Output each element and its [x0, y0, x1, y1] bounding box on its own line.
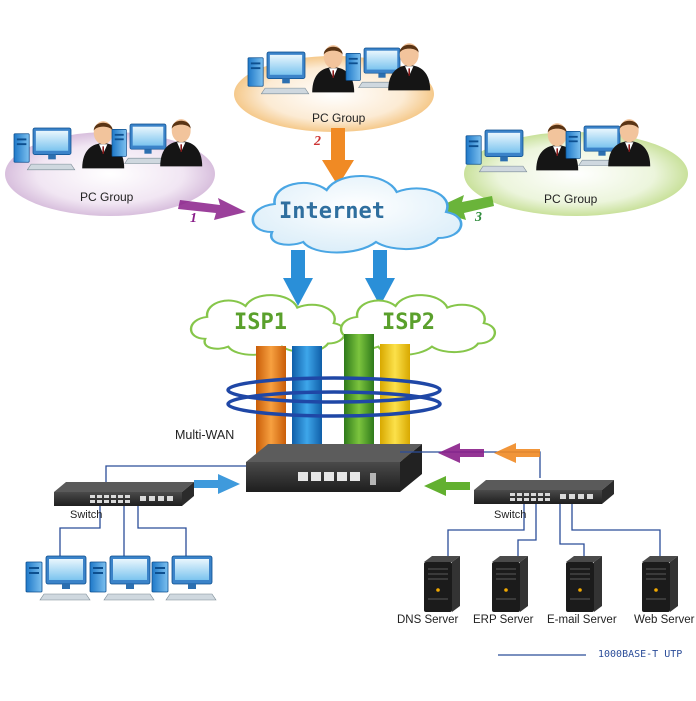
erp-server-icon	[492, 556, 528, 612]
email-server-label: E-mail Server	[547, 614, 617, 626]
pc-group-label-top: PC Group	[312, 111, 366, 125]
multiwan-rings	[226, 376, 442, 418]
arrow-orange-to-router	[494, 443, 540, 463]
arrow-internet-isp1	[283, 250, 313, 306]
arrow-internet-isp2	[365, 250, 395, 306]
arrow-green-to-router	[424, 476, 470, 496]
arrow-2	[322, 128, 354, 186]
path-number-1: 1	[190, 211, 197, 226]
pc-group-label-left: PC Group	[80, 190, 134, 204]
path-number-3: 3	[475, 210, 482, 225]
multiwan-label: Multi-WAN	[175, 428, 235, 442]
switch-left-label: Switch	[70, 509, 103, 521]
pipe-orange	[256, 346, 286, 460]
switch-right-label: Switch	[494, 509, 527, 521]
pc-group-label-right: PC Group	[544, 192, 598, 206]
arrow-purple-to-router	[438, 443, 484, 463]
arrow-1	[178, 198, 246, 220]
web-server-icon	[642, 556, 678, 612]
dns-server-label: DNS Server	[397, 614, 459, 626]
switch-right-device	[474, 480, 614, 504]
internet-label: Internet	[279, 199, 385, 224]
isp1-label: ISP1	[234, 310, 287, 335]
dns-server-icon	[424, 556, 460, 612]
web-server-label: Web Server	[634, 614, 695, 626]
arrow-left-to-router	[194, 474, 240, 494]
lan-pcs	[25, 555, 217, 601]
multiwan-router	[246, 444, 422, 492]
path-number-2: 2	[314, 134, 321, 149]
legend-label: 1000BASE-T UTP	[598, 649, 683, 660]
switch-left-device	[54, 482, 194, 506]
pipe-green	[344, 334, 374, 460]
email-server-icon	[566, 556, 602, 612]
isp2-label: ISP2	[382, 310, 435, 335]
erp-server-label: ERP Server	[473, 614, 534, 626]
